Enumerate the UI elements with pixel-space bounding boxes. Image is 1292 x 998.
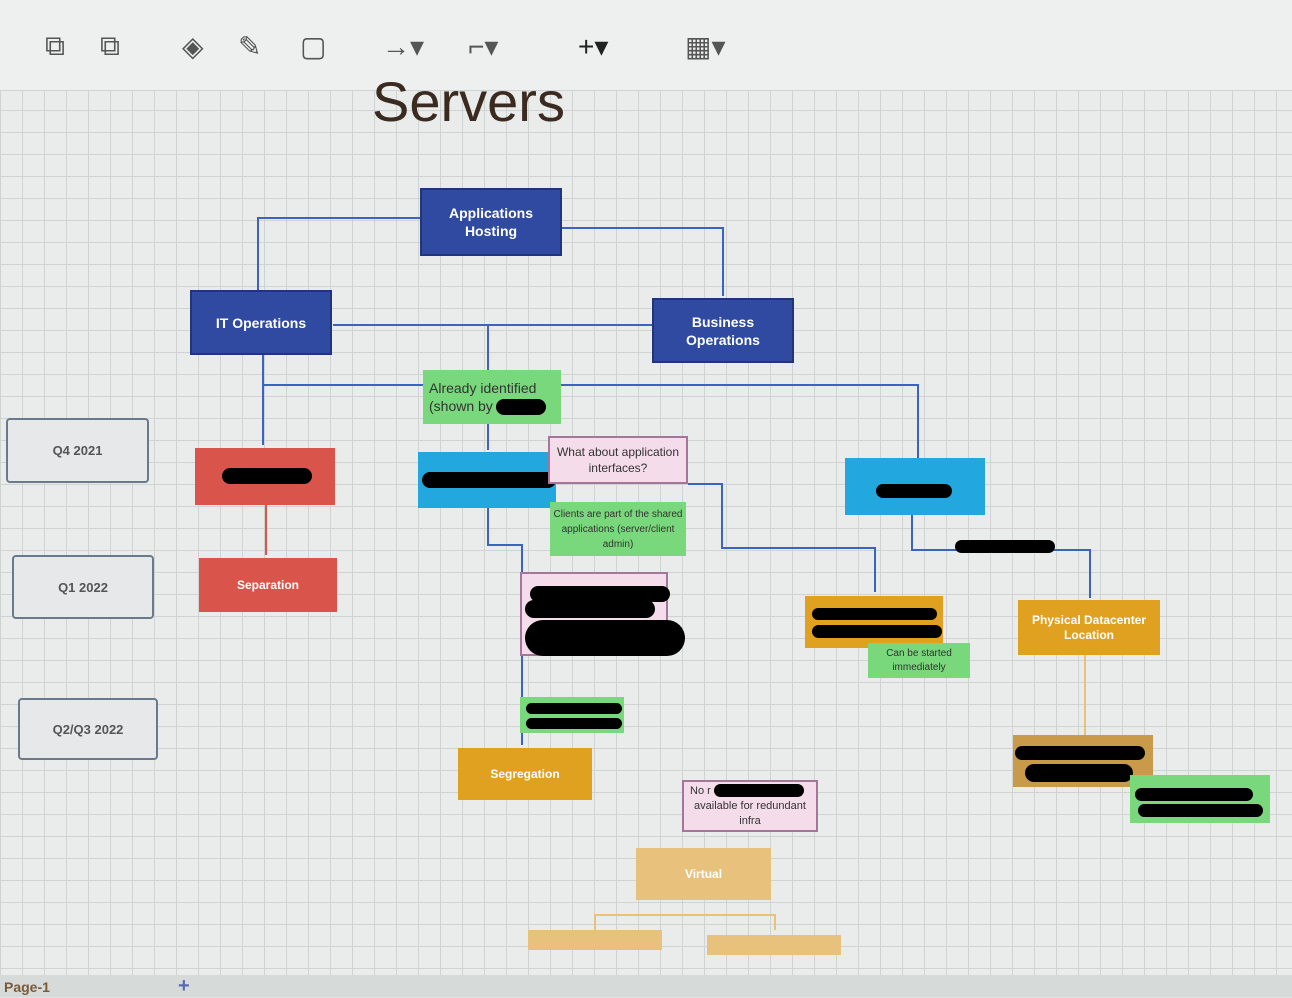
redaction [1138,804,1263,817]
connection-arrow-icon[interactable]: →▾ [382,31,425,62]
lower-node-right[interactable] [707,935,841,955]
no-redundant-infra-note[interactable]: No r available for redundant infra [682,780,818,832]
lower-node-left[interactable] [528,930,662,950]
add-page-icon[interactable]: + [178,975,190,997]
connector [688,483,876,592]
can-start-note[interactable]: Can be started immediately [868,643,970,678]
redaction [495,399,546,416]
physical-datacenter-node[interactable]: Physical Datacenter Location [1018,600,1160,655]
orange-node[interactable] [805,596,943,648]
redaction [876,484,952,498]
connector [594,914,776,930]
note-text: Already identified (shown by [429,379,537,414]
redaction [713,784,804,798]
already-identified-note[interactable]: Already identified (shown by [423,370,561,424]
redaction [525,600,655,618]
business-operations-node[interactable]: Business Operations [652,298,794,363]
application-interfaces-note[interactable]: What about application interfaces? [548,436,688,484]
to-front-icon[interactable]: ⧉ [45,30,65,61]
clients-note[interactable]: Clients are part of the shared applicati… [550,502,686,556]
connector [911,515,1091,598]
quarter-q1-2022[interactable]: Q1 2022 [12,555,154,619]
note-text: available for redundant infra [694,799,806,827]
redaction [1135,788,1253,801]
line-color-icon[interactable]: ✎ [238,31,262,62]
redaction [812,625,942,638]
quarter-q2-q3-2022[interactable]: Q2/Q3 2022 [18,698,158,760]
separation-node[interactable]: Separation [199,558,337,612]
page-tabs-bar: Page-1 + [0,975,1292,997]
applications-hosting-node[interactable]: Applications Hosting [420,188,562,256]
redaction [955,540,1055,553]
page-tab[interactable]: Page-1 [4,979,50,995]
redaction [530,586,670,602]
quarter-q4-2021[interactable]: Q4 2021 [6,418,149,483]
redaction [812,608,937,620]
toolbar: ⧉ ⧉ ◈ ✎ ▢ →▾ ⌐▾ +▾ ▦▾ [0,0,1292,91]
redaction [222,468,312,484]
redaction [1015,746,1145,760]
connector [487,508,523,745]
fill-color-icon[interactable]: ◈ [182,31,204,62]
note-text: No r [690,784,711,797]
redaction [1025,764,1133,782]
segregation-node[interactable]: Segregation [458,748,592,800]
redaction [526,703,622,714]
insert-plus-icon[interactable]: +▾ [578,31,609,62]
redaction [525,620,685,656]
redaction [526,718,622,729]
to-back-icon[interactable]: ⧉ [100,30,120,61]
waypoint-icon[interactable]: ⌐▾ [468,31,499,62]
table-icon[interactable]: ▦▾ [685,31,726,62]
virtual-node[interactable]: Virtual [636,848,771,900]
redaction [422,472,556,488]
connector [562,227,724,296]
diagram-title[interactable]: Servers [372,70,565,133]
it-operations-node[interactable]: IT Operations [190,290,332,355]
shadow-icon[interactable]: ▢ [300,31,327,62]
connector [257,217,420,290]
